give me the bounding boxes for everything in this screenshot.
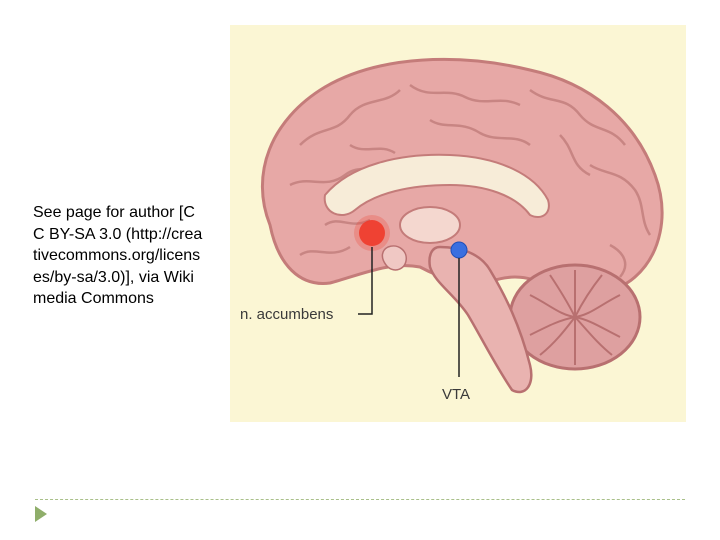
cerebellum — [510, 265, 640, 369]
brain-diagram-svg: n. accumbens VTA — [230, 25, 686, 422]
vta-marker — [451, 242, 467, 258]
slide-bullet-icon — [35, 506, 47, 522]
accumbens-label: n. accumbens — [240, 306, 333, 323]
attribution-caption: See page for author [CC BY-SA 3.0 (http:… — [33, 202, 203, 310]
footer-divider — [35, 499, 685, 500]
thalamus — [400, 207, 460, 243]
vta-label: VTA — [442, 386, 470, 403]
accumbens-glow — [354, 215, 390, 251]
brain-sagittal-figure: n. accumbens VTA — [230, 25, 686, 422]
